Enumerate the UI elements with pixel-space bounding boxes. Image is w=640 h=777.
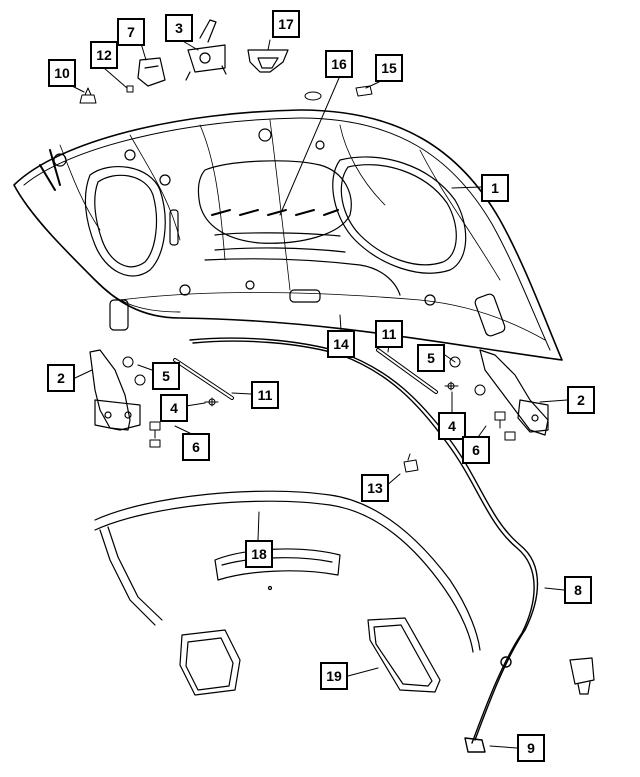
hinge-right	[479, 349, 549, 436]
support-bracket	[247, 49, 289, 73]
callout-3[interactable]: 3	[165, 14, 193, 42]
hood-striker	[137, 57, 166, 87]
hood-panel	[13, 109, 563, 361]
callout-2-left[interactable]: 2	[47, 364, 75, 392]
callout-16[interactable]: 16	[325, 50, 353, 78]
callout-13[interactable]: 13	[361, 474, 389, 502]
release-cable	[189, 337, 539, 753]
hood-seal	[94, 490, 481, 653]
callout-10[interactable]: 10	[48, 59, 76, 87]
callout-15[interactable]: 15	[375, 54, 403, 82]
callout-8[interactable]: 8	[564, 576, 592, 604]
hinge-left	[89, 349, 141, 431]
retainer-clip	[569, 657, 595, 695]
callout-11-right[interactable]: 11	[375, 320, 403, 348]
callout-4-left[interactable]: 4	[160, 394, 188, 422]
callout-5-left[interactable]: 5	[152, 362, 180, 390]
hood-latch	[185, 19, 227, 81]
callout-1[interactable]: 1	[481, 174, 509, 202]
callout-18[interactable]: 18	[245, 540, 273, 568]
callout-4-right[interactable]: 4	[438, 412, 466, 440]
gas-struts	[173, 348, 438, 400]
callout-19[interactable]: 19	[320, 662, 348, 690]
vent-grilles	[179, 617, 441, 696]
callout-11-left[interactable]: 11	[251, 381, 279, 409]
callout-17[interactable]: 17	[272, 10, 300, 38]
callout-6-right[interactable]: 6	[462, 436, 490, 464]
leader-lines	[71, 39, 568, 749]
callout-7[interactable]: 7	[117, 18, 145, 46]
fasteners	[79, 85, 516, 473]
callout-14[interactable]: 14	[327, 330, 355, 358]
callout-2-right[interactable]: 2	[567, 386, 595, 414]
callout-9[interactable]: 9	[517, 734, 545, 762]
callout-6-left[interactable]: 6	[182, 433, 210, 461]
callout-5-right[interactable]: 5	[417, 344, 445, 372]
scoop-bezel	[214, 548, 341, 591]
callout-12[interactable]: 12	[90, 41, 118, 69]
